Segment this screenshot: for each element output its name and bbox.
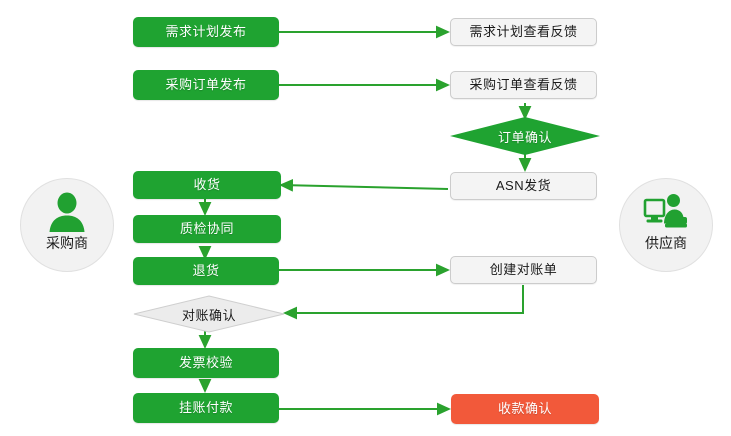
node-payment-posting[interactable]: 挂账付款 <box>133 393 279 423</box>
node-demand-plan-publish[interactable]: 需求计划发布 <box>133 17 279 47</box>
person-at-computer-icon <box>643 194 687 228</box>
actor-buyer-label: 采购商 <box>46 235 88 251</box>
node-invoice-check[interactable]: 发票校验 <box>133 348 279 378</box>
node-asn-ship[interactable]: ASN发货 <box>450 172 597 200</box>
diamond-shape-green <box>450 117 600 155</box>
node-receipt-confirm[interactable]: 收款确认 <box>451 394 599 424</box>
edge-asn-to-receive <box>279 178 449 192</box>
node-po-feedback[interactable]: 采购订单查看反馈 <box>450 71 597 99</box>
actor-supplier-label: 供应商 <box>645 235 687 251</box>
node-return-goods[interactable]: 退货 <box>133 257 279 285</box>
node-create-statement[interactable]: 创建对账单 <box>450 256 597 284</box>
node-demand-plan-feedback[interactable]: 需求计划查看反馈 <box>450 18 597 46</box>
actor-supplier: 供应商 <box>619 178 713 272</box>
edge-statement-to-confirm <box>283 285 524 320</box>
actor-buyer: 采购商 <box>20 178 114 272</box>
node-order-confirm[interactable]: 订单确认 <box>450 117 600 155</box>
diamond-shape-gray <box>133 295 285 333</box>
node-po-publish[interactable]: 采购订单发布 <box>133 70 279 100</box>
node-receive-goods[interactable]: 收货 <box>133 171 281 199</box>
node-quality-collab[interactable]: 质检协同 <box>133 215 281 243</box>
node-statement-confirm[interactable]: 对账确认 <box>133 295 285 333</box>
person-icon <box>49 192 85 232</box>
